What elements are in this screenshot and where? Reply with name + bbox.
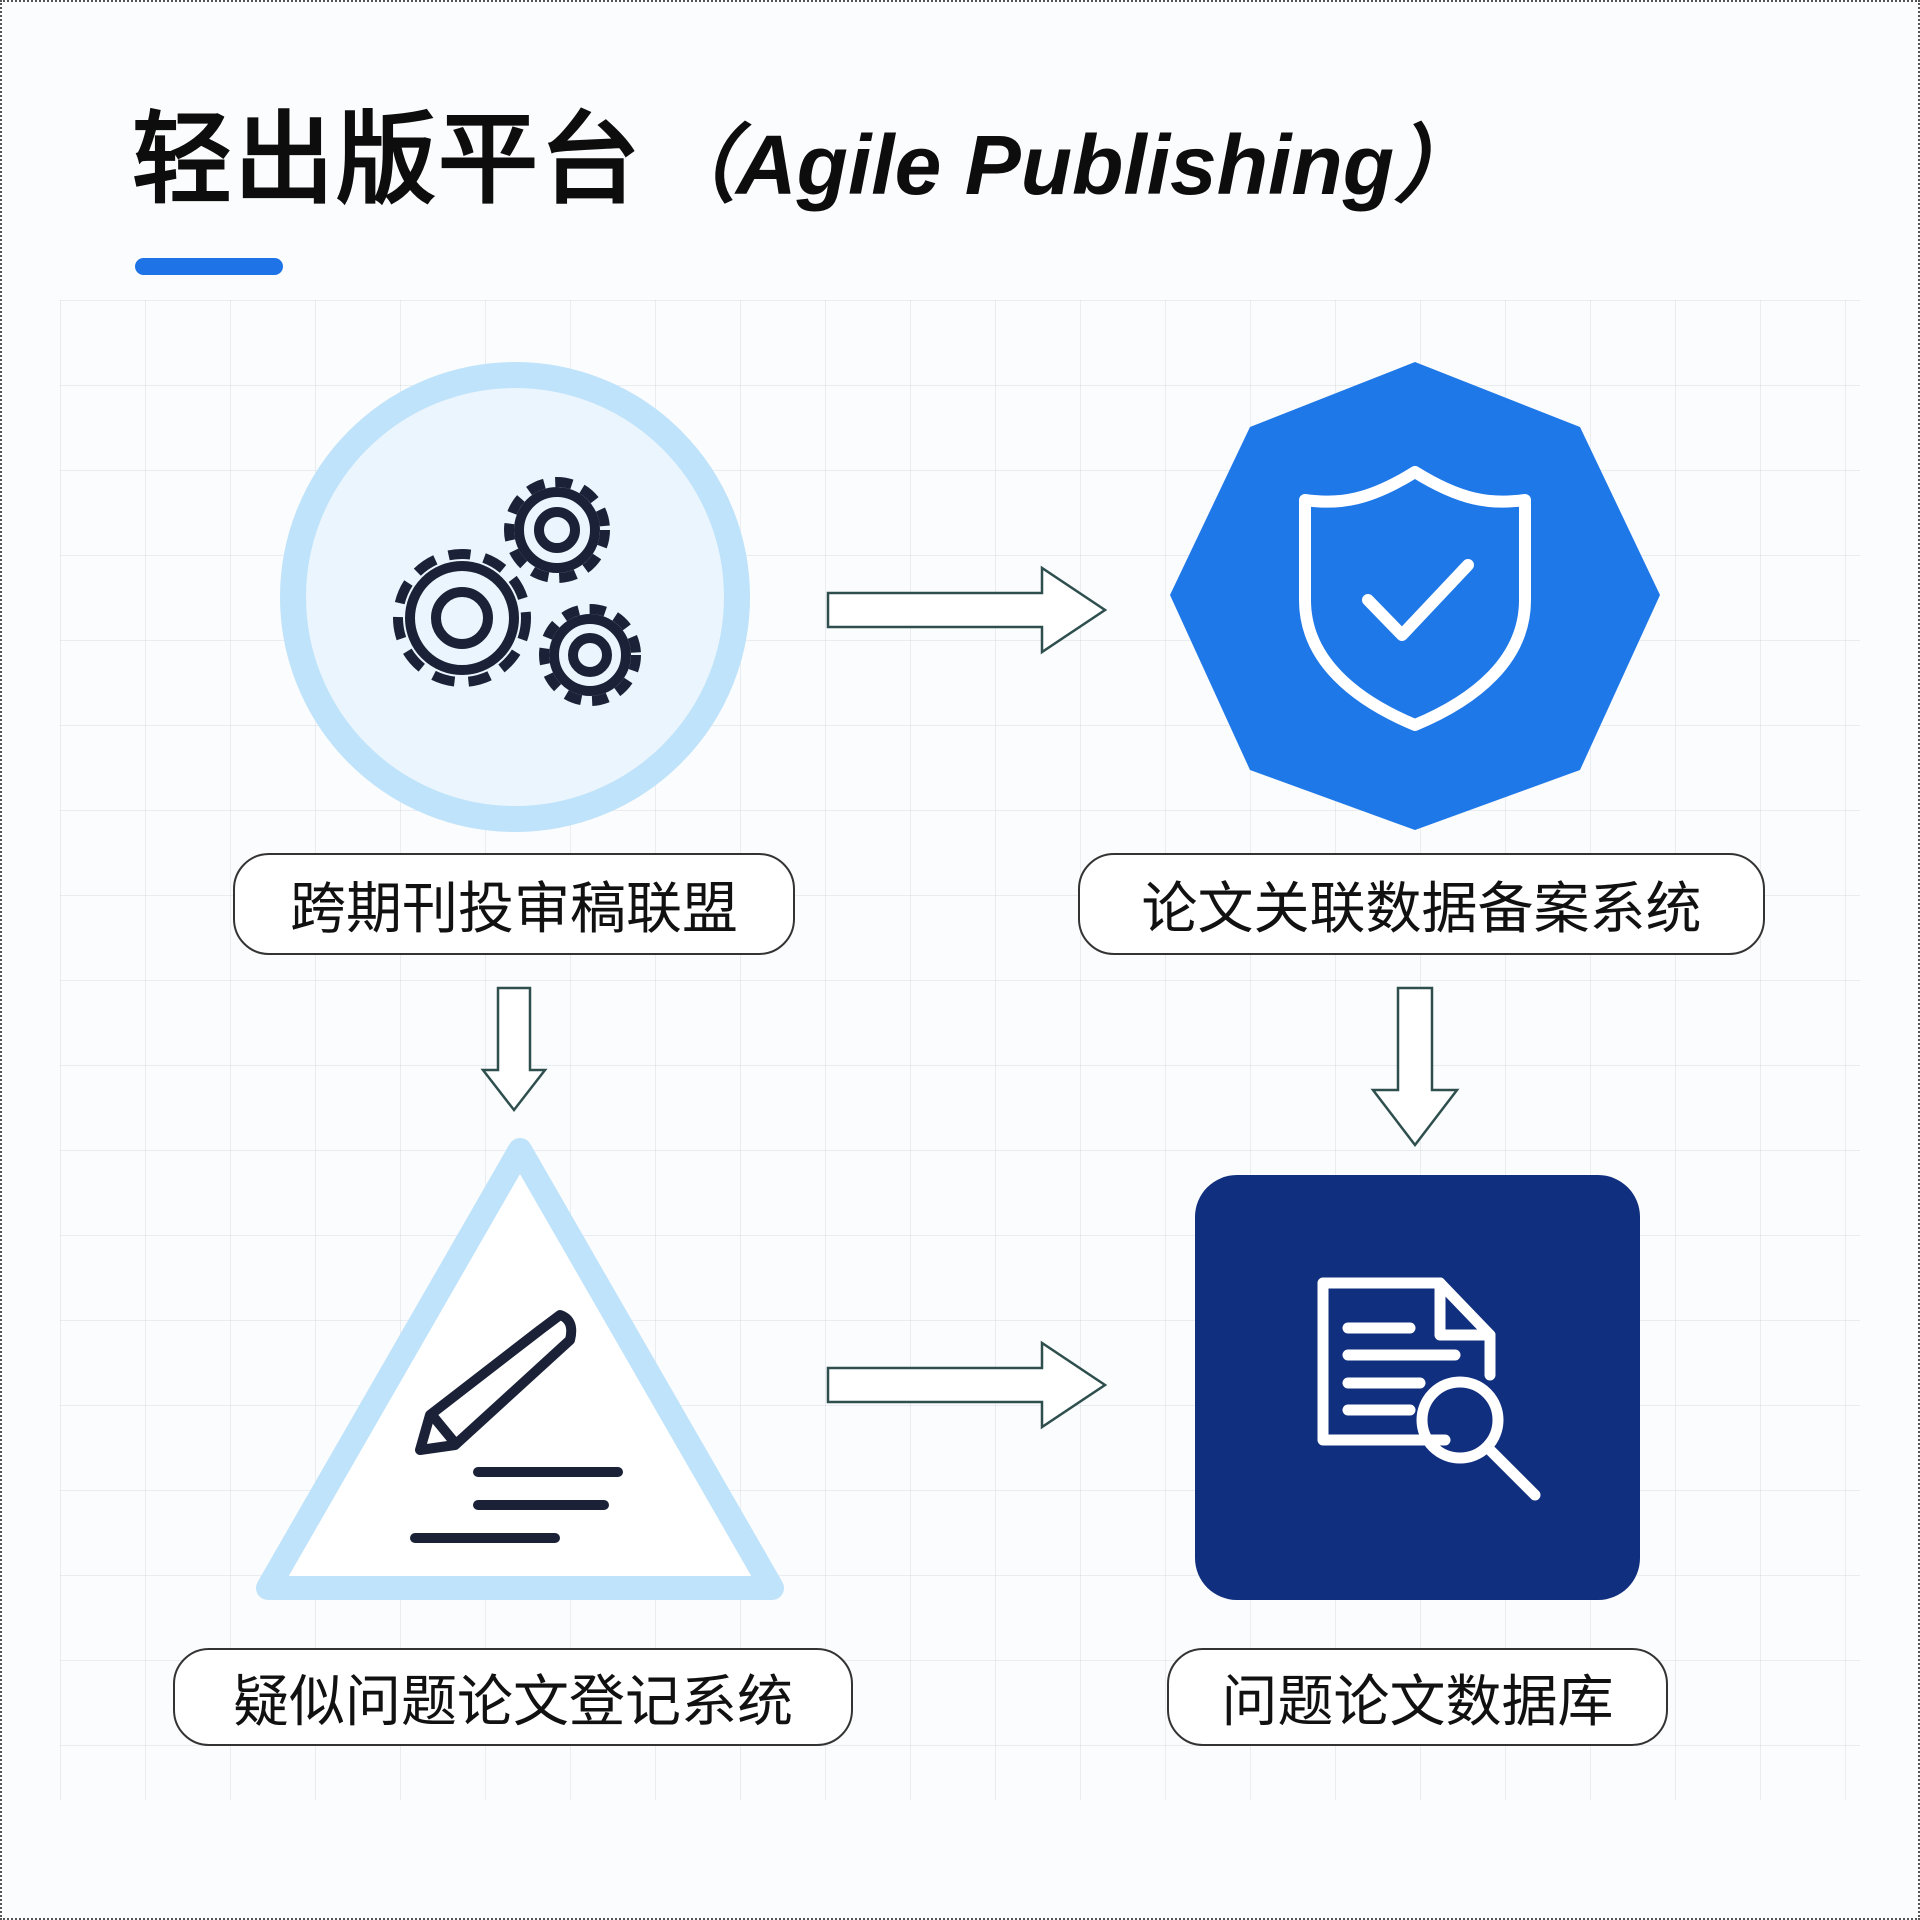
document-node <box>1195 1175 1640 1600</box>
page-title: 轻出版平台（Agile Publishing） <box>132 100 1478 220</box>
title-underline <box>135 258 283 275</box>
label-data-filing-system: 论文关联数据备案系统 <box>1078 853 1765 955</box>
pencil-node <box>256 1138 784 1600</box>
shield-node <box>1170 362 1660 830</box>
arrow-down-right <box>1370 986 1460 1148</box>
gears-icon <box>393 477 641 706</box>
label-problem-paper-database: 问题论文数据库 <box>1167 1648 1668 1746</box>
arrow-down-left <box>480 986 548 1113</box>
arrow-right-top <box>826 565 1108 655</box>
title-chinese: 轻出版平台 <box>132 104 642 216</box>
gears-node <box>280 362 750 832</box>
pencil-icon <box>410 1310 623 1543</box>
label-suspect-registration-system: 疑似问题论文登记系统 <box>173 1648 853 1746</box>
document-search-icon <box>1317 1277 1541 1501</box>
arrow-right-bottom <box>826 1340 1108 1430</box>
title-english: （Agile Publishing） <box>652 118 1479 212</box>
shield-check-icon <box>1299 466 1531 731</box>
label-cross-journal-alliance: 跨期刊投审稿联盟 <box>233 853 795 955</box>
